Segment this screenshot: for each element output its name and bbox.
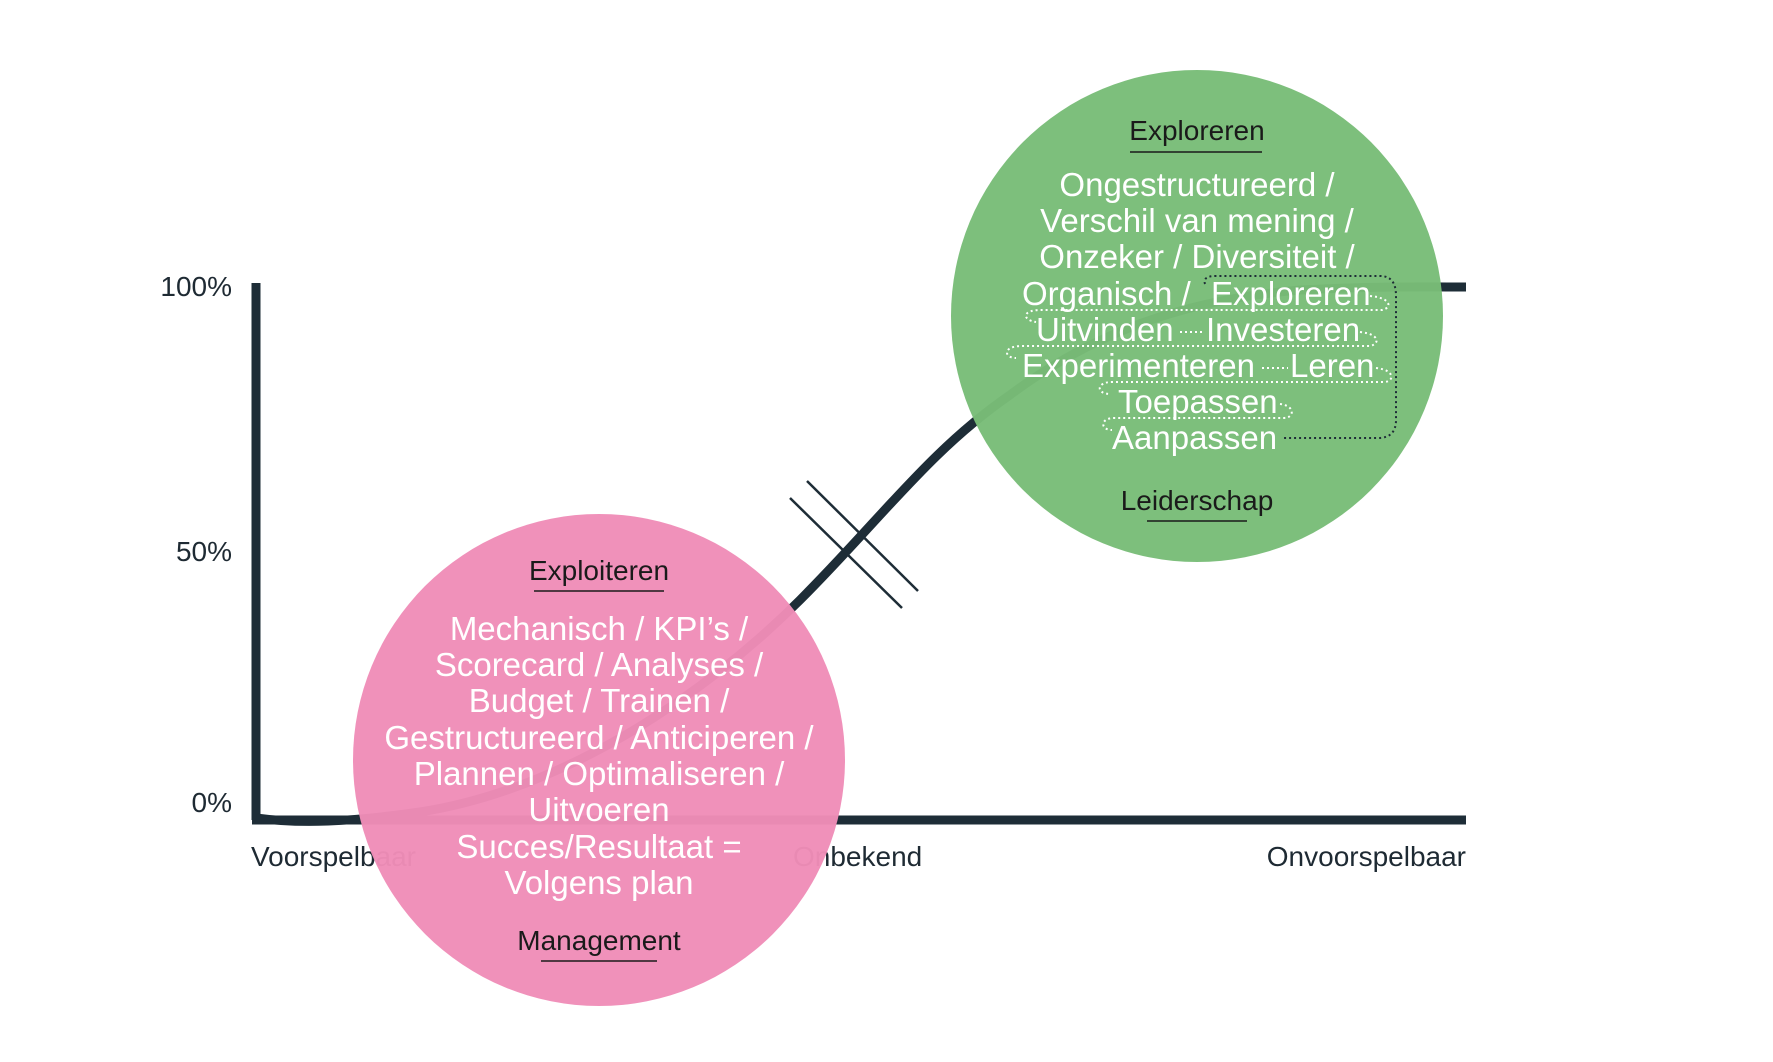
exploit-line: Gestructureerd / Anticiperen / (384, 719, 814, 756)
y-tick-100: 100% (160, 271, 232, 302)
y-tick-0: 0% (192, 787, 232, 818)
explore-title: Exploreren (1129, 115, 1264, 146)
exploit-circle: Exploiteren Mechanisch / KPI’s / Scoreca… (353, 514, 845, 1006)
cycle-loop-1 (1025, 295, 1390, 323)
cycle-step-toepassen: Toepassen (1118, 383, 1278, 420)
explore-line: Verschil van mening / (1040, 202, 1354, 239)
cycle-step-aanpassen: Aanpassen (1112, 419, 1277, 456)
exploit-line: Succes/Resultaat = (456, 828, 741, 865)
cycle-loop-4 (1102, 403, 1293, 431)
exploit-circle-bg (353, 514, 845, 1006)
exploit-line: Plannen / Optimaliseren / (414, 755, 785, 792)
cycle-step-leren: Leren (1290, 347, 1374, 384)
exploit-line: Uitvoeren (528, 791, 669, 828)
break-mark-2 (806, 480, 919, 592)
x-label-unpredictable: Onvoorspelbaar (1267, 841, 1466, 872)
exploit-line: Budget / Trainen / (469, 682, 730, 719)
cycle-step-experimenteren: Experimenteren (1022, 347, 1255, 384)
cycle-step-uitvinden: Uitvinden (1036, 311, 1174, 348)
explore-line: Ongestructureerd / (1059, 166, 1335, 203)
cycle-step-investeren: Investeren (1206, 311, 1360, 348)
explore-footer: Leiderschap (1121, 485, 1274, 516)
explore-line: Onzeker / Diversiteit / (1039, 238, 1355, 275)
exploit-line: Mechanisch / KPI’s / (450, 610, 749, 647)
explore-line-prefix: Organisch / (1022, 275, 1192, 312)
exploit-footer: Management (517, 925, 681, 956)
y-tick-50: 50% (176, 536, 232, 567)
cycle-step-exploreren: Exploreren (1211, 275, 1371, 312)
explore-circle: Exploreren Ongestructureerd / Verschil v… (951, 70, 1443, 562)
explore-lines: Ongestructureerd / Verschil van mening /… (1022, 166, 1356, 312)
exploit-lines: Mechanisch / KPI’s / Scorecard / Analyse… (384, 610, 814, 901)
explore-cycle (1006, 275, 1397, 439)
exploit-line: Scorecard / Analyses / (435, 646, 764, 683)
break-mark-1 (789, 497, 903, 609)
exploit-title: Exploiteren (529, 555, 669, 586)
cycle-outer-loop (1203, 275, 1397, 439)
exploit-line: Volgens plan (505, 864, 694, 901)
